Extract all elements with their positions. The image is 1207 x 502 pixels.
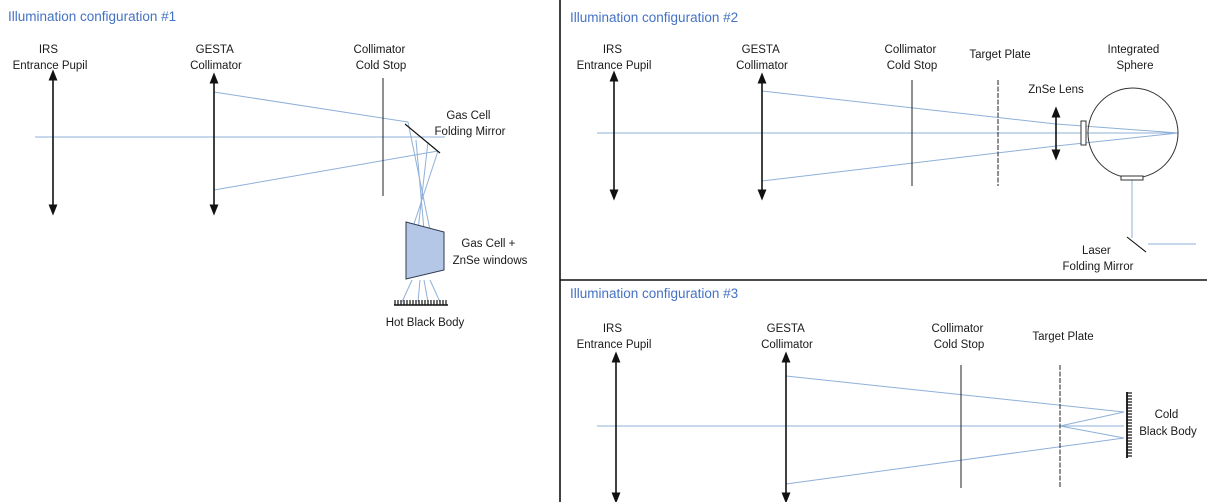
panel-1-gas-cell-label: Gas Cell + ZnSe windows [453, 238, 528, 267]
label-line: Cold [1155, 409, 1179, 421]
panel-1-title: Illumination configuration #1 [8, 9, 176, 24]
label-line: Collimator [190, 60, 242, 72]
label-line: Gas Cell + [461, 238, 515, 250]
label-line: Collimator [761, 339, 813, 351]
label-line: Laser [1082, 245, 1111, 257]
panel-3-title: Illumination configuration #3 [570, 286, 738, 301]
label-line: Folding Mirror [1063, 261, 1134, 273]
panel-1-gas-cell-folding-mirror [404, 123, 441, 154]
panel-1-hot-black-body-surface [394, 300, 447, 305]
label-line: IRS [39, 44, 59, 56]
panel-1-ray-down-4 [417, 141, 429, 231]
panel-2-target-plate-label: Target Plate [969, 49, 1030, 61]
label-line: Collimator [932, 323, 984, 335]
panel-2-gesta-label: GESTA Collimator [736, 44, 788, 72]
label-line: GESTA [742, 44, 780, 56]
label-line: Integrated [1108, 44, 1160, 56]
panel-1-ray-cell-4 [429, 279, 441, 303]
panel-1-ray-cell-2 [417, 279, 421, 303]
panel-3-ray-upper [785, 375, 1125, 413]
label-line: IRS [603, 44, 623, 56]
panel-1-ray-lower [213, 150, 439, 191]
panel-1-hot-black-body-label: Hot Black Body [386, 317, 465, 329]
panel-3-ray-cross-upper [1059, 411, 1125, 427]
label-line: Sphere [1116, 60, 1153, 72]
panel-2-irs-label: IRS Entrance Pupil [577, 44, 652, 72]
label-line: GESTA [767, 323, 805, 335]
panel-1-cold-stop-label: Collimator Cold Stop [354, 44, 409, 72]
label-line: Entrance Pupil [577, 339, 652, 351]
label-line: Collimator [885, 44, 937, 56]
panel-3-ray-lower [785, 437, 1125, 485]
panel-3-gesta-label: GESTA Collimator [761, 323, 813, 351]
label-line: Cold Stop [887, 60, 938, 72]
panel-3-cold-black-body-label: Cold Black Body [1139, 409, 1197, 438]
panel-1-gas-cell [405, 221, 445, 280]
panel-1-ray-cell-1 [401, 279, 413, 303]
panel-1-ray-upper [213, 91, 409, 123]
panel-3-irs-label: IRS Entrance Pupil [577, 323, 652, 351]
panel-3-cold-black-body-surface [1127, 392, 1132, 457]
label-line: Cold Stop [356, 60, 407, 72]
label-line: Collimator [736, 60, 788, 72]
panel-2-ray-upper [761, 90, 1057, 125]
panel-3-cold-stop-label: Collimator Cold Stop [932, 323, 987, 351]
panel-configuration-2: Illumination configuration #2 IRS Entran… [570, 10, 1196, 273]
panel-2-znse-lens-label: ZnSe Lens [1028, 84, 1084, 96]
label-line: Cold Stop [934, 339, 985, 351]
panel-2-cold-stop-label: Collimator Cold Stop [885, 44, 940, 72]
panel-configuration-1: Illumination configuration #1 IRS Entran… [8, 9, 528, 329]
panel-configuration-3: Illumination configuration #3 IRS Entran… [570, 286, 1197, 502]
panel-2-sphere-entrance-port [1080, 120, 1087, 146]
panel-2-ray-sphere-lower [1055, 132, 1179, 147]
panel-2-laser-mirror-label: Laser Folding Mirror [1063, 245, 1134, 273]
label-line: Gas Cell [446, 110, 490, 122]
panel-2-title: Illumination configuration #2 [570, 10, 738, 25]
label-line: Entrance Pupil [13, 60, 88, 72]
panel-1-gesta-label: GESTA Collimator [190, 44, 242, 72]
panel-3-target-plate-label: Target Plate [1032, 331, 1093, 343]
panel-1-folding-mirror-label: Gas Cell Folding Mirror [435, 110, 506, 138]
label-line: ZnSe windows [453, 255, 528, 267]
panel-2-integrated-sphere-label: Integrated Sphere [1108, 44, 1163, 72]
label-line: Collimator [354, 44, 406, 56]
panel-2-sphere-laser-port [1120, 175, 1144, 181]
panel-2-ray-lower [761, 145, 1057, 182]
panel-1-ray-down-3 [415, 139, 425, 231]
panel-1-ray-down-2 [411, 150, 439, 231]
label-line: GESTA [196, 44, 234, 56]
panel-1-irs-label: IRS Entrance Pupil [13, 44, 88, 72]
label-line: Folding Mirror [435, 126, 506, 138]
panel-2-laser-folding-mirror [1126, 236, 1147, 253]
label-line: Entrance Pupil [577, 60, 652, 72]
panel-3-ray-cross-lower [1059, 425, 1125, 439]
panel-2-ray-sphere-upper [1055, 123, 1179, 134]
label-line: Black Body [1139, 426, 1197, 438]
panel-1-ray-cell-3 [423, 279, 429, 303]
label-line: IRS [603, 323, 623, 335]
